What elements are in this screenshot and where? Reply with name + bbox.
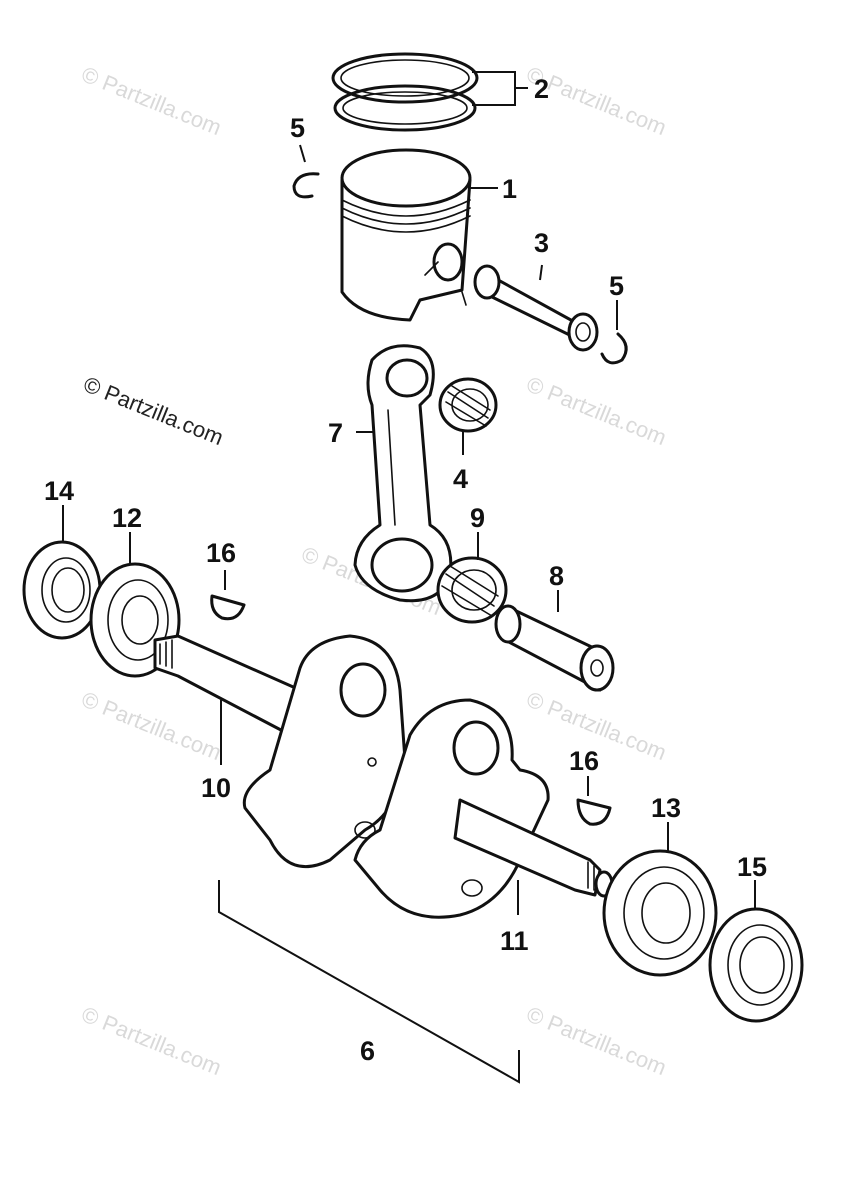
- callout-10: 10: [201, 773, 231, 803]
- callouts: 2 1 5 3 5 7 4 9 8 10 11 14 12 16 16 13 1…: [44, 74, 767, 1066]
- circlip-left: [292, 172, 320, 199]
- callout-15: 15: [737, 852, 767, 882]
- watermark: © Partzilla.com: [78, 686, 225, 765]
- callout-12: 12: [112, 503, 142, 533]
- watermark: © Partzilla.com: [523, 371, 670, 450]
- callout-11: 11: [500, 926, 529, 956]
- watermark: © Partzilla.com: [78, 61, 225, 140]
- callout-16: 16: [569, 746, 599, 776]
- small-end-bearing: [438, 377, 498, 433]
- callout-3: 3: [534, 228, 549, 258]
- callout-5: 5: [290, 113, 305, 143]
- callout-16: 16: [206, 538, 236, 568]
- callout-8: 8: [549, 561, 564, 591]
- ball-bearing-right: [602, 849, 718, 977]
- callout-7: 7: [328, 418, 343, 448]
- circlip-right: [600, 332, 628, 365]
- watermark: © Partzilla.com: [78, 1001, 225, 1080]
- watermark-dark: © Partzilla.com: [80, 371, 227, 450]
- callout-14: 14: [44, 476, 74, 506]
- connecting-rod: [353, 344, 453, 603]
- big-end-bearing: [436, 556, 508, 624]
- crankshaft: [153, 634, 614, 919]
- piston-pin: [473, 264, 599, 352]
- woodruff-key-left: [210, 594, 246, 621]
- callout-2: 2: [534, 74, 549, 104]
- leader-lines: [62, 71, 756, 1084]
- crank-pin: [494, 604, 615, 692]
- callout-5: 5: [609, 271, 624, 301]
- piston-rings: [331, 52, 479, 132]
- oil-seal-right: [708, 907, 804, 1023]
- callout-13: 13: [651, 793, 681, 823]
- piston: [340, 148, 472, 322]
- callout-4: 4: [453, 464, 468, 494]
- callout-1: 1: [502, 174, 517, 204]
- woodruff-key-right: [576, 798, 612, 826]
- watermark: © Partzilla.com: [523, 1001, 670, 1080]
- oil-seal-left: [22, 540, 102, 640]
- callout-6: 6: [360, 1036, 375, 1066]
- callout-9: 9: [470, 503, 485, 533]
